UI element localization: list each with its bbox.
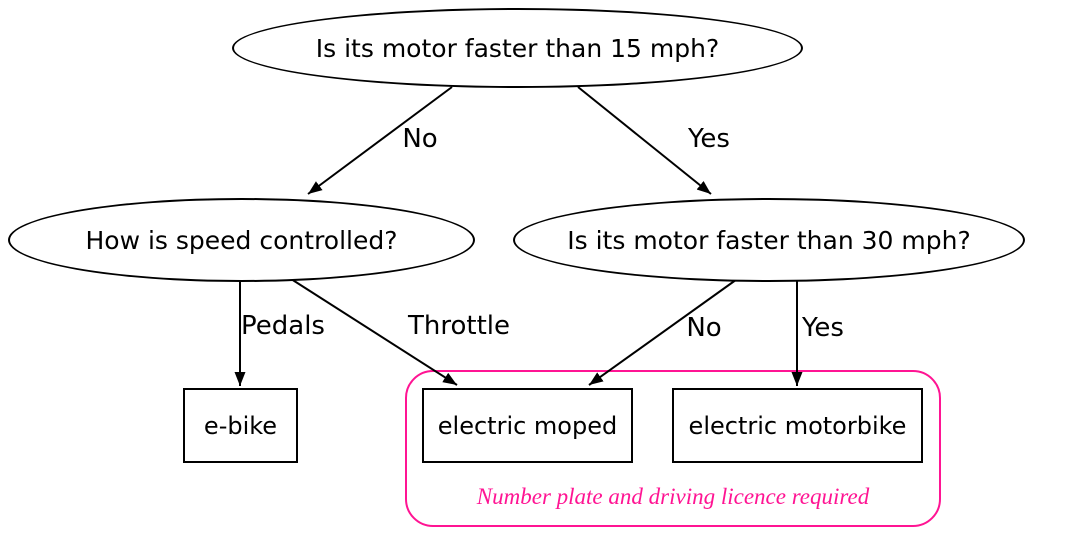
node-result-ebike: e-bike <box>183 388 298 463</box>
node-label: How is speed controlled? <box>85 225 398 255</box>
edge-speed-throttle-arrow <box>287 276 458 386</box>
edge-q30-no-arrow <box>588 276 741 386</box>
edge-label-yes-2: Yes <box>802 313 844 343</box>
node-label: e-bike <box>203 411 278 440</box>
node-question-faster-than-30mph: Is its motor faster than 30 mph? <box>513 198 1025 282</box>
edge-q15-no-arrow <box>307 86 453 195</box>
node-label: Is its motor faster than 15 mph? <box>315 33 720 63</box>
edge-label-yes-1: Yes <box>688 124 730 154</box>
edge-label-no-2: No <box>686 313 722 343</box>
edge-label-pedals: Pedals <box>241 311 325 341</box>
node-result-electric-moped: electric moped <box>422 388 633 463</box>
edge-q15-yes-arrow <box>577 86 712 195</box>
node-label: electric motorbike <box>688 411 907 440</box>
node-question-speed-controlled: How is speed controlled? <box>8 198 475 282</box>
licence-required-caption: Number plate and driving licence require… <box>476 484 870 509</box>
edge-label-no-1: No <box>402 124 438 154</box>
node-label: Is its motor faster than 30 mph? <box>567 225 971 255</box>
node-label: electric moped <box>437 411 618 440</box>
node-result-electric-motorbike: electric motorbike <box>672 388 923 463</box>
edge-label-throttle: Throttle <box>408 311 510 341</box>
node-question-faster-than-15mph: Is its motor faster than 15 mph? <box>232 8 803 88</box>
